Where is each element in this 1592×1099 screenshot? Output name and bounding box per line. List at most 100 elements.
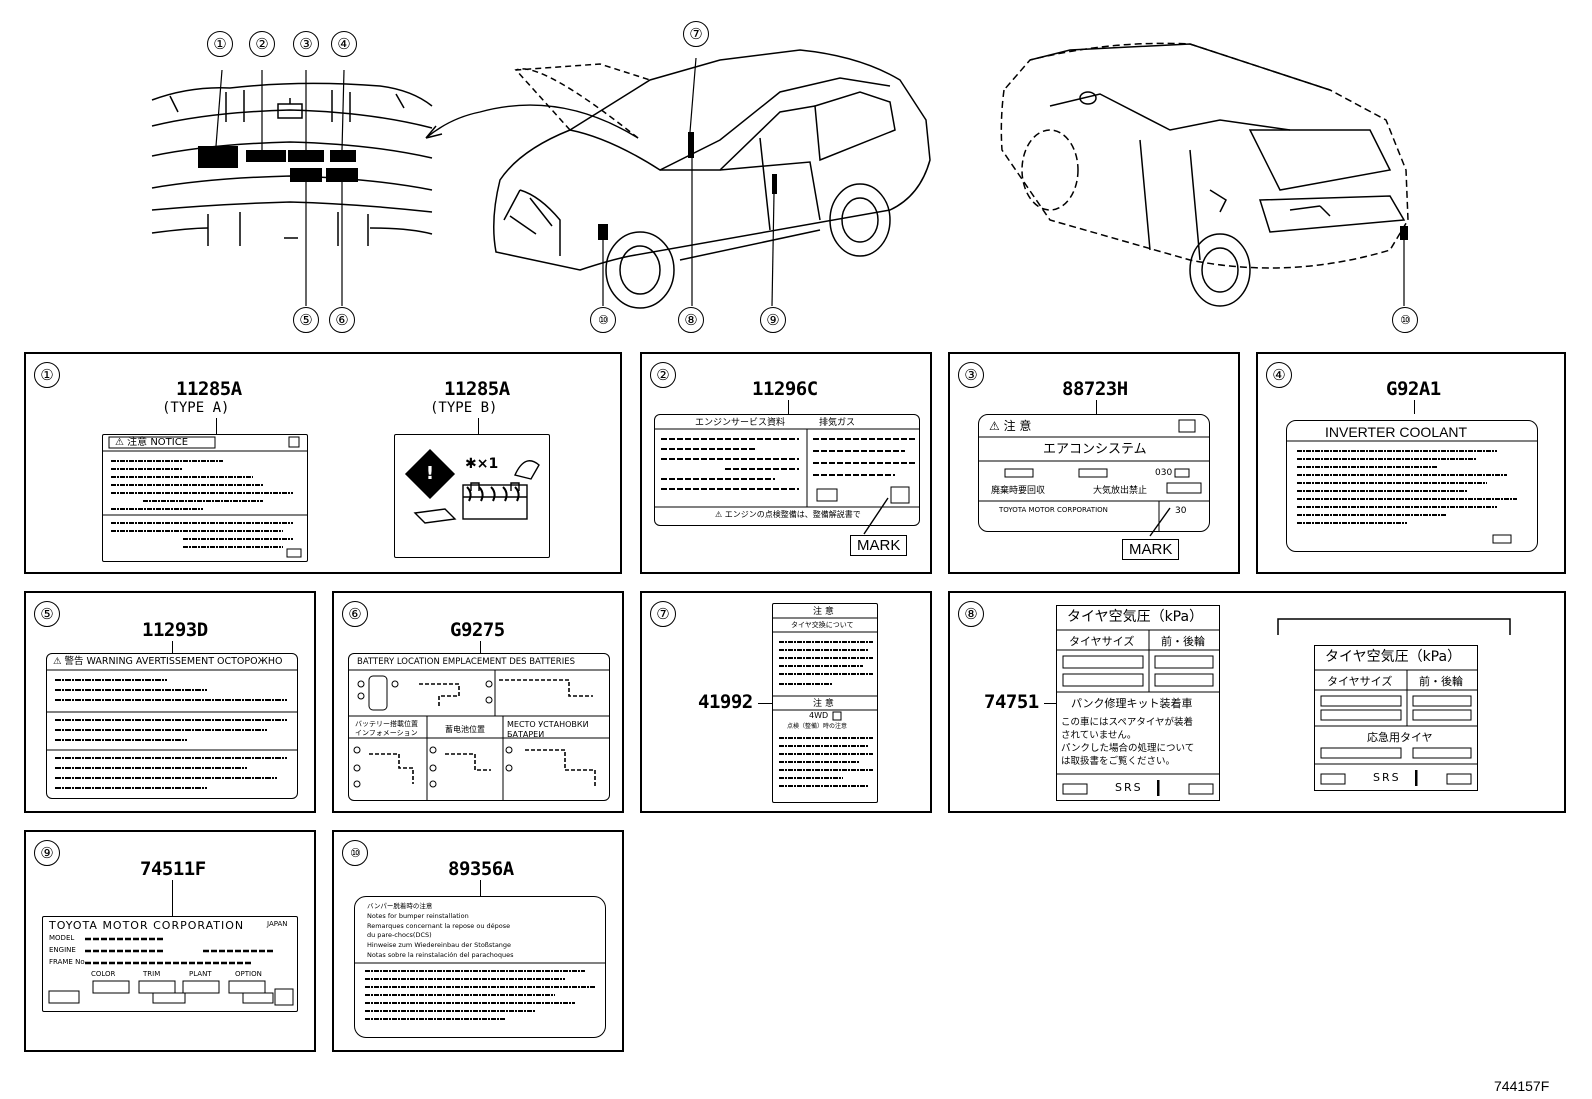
panel-5: ⑤ 11293D ⚠ 警告 WARNING AVERTISSEMENT ОСТО…	[24, 591, 316, 813]
panel-5-number: ⑤	[34, 601, 60, 627]
callout-10-rear: ⑩	[1392, 307, 1418, 333]
label-74751-note-0: この車にはスペアタイヤが装着	[1061, 717, 1194, 728]
part-number-74751: 74751	[984, 691, 1039, 713]
label-88723H-header: ⚠ 注 意	[989, 419, 1032, 433]
panel-1-number: ①	[34, 362, 60, 388]
label-74751-note-3: は取扱書をご覧ください。	[1061, 756, 1176, 767]
part-number-88723H: 88723H	[1062, 378, 1128, 400]
label-89356A-line-0: バンパー脱着時の注意	[367, 902, 433, 910]
panel-3: ③ 88723H ⚠ 注 意 エアコンシステム 030 廃棄時要回収 大気放出禁…	[948, 352, 1240, 574]
callout-3: ③	[293, 31, 319, 57]
label-74751-srs: SRS	[1115, 781, 1143, 794]
panel-2-number: ②	[650, 362, 676, 388]
part-number-G9275: G9275	[450, 619, 505, 641]
label-11293D-header: ⚠ 警告 WARNING AVERTISSEMENT ОСТОРОЖНО	[53, 656, 283, 667]
label-88723H-box: 30	[1175, 506, 1187, 516]
part-number-11296C: 11296C	[752, 378, 818, 400]
label-41992-header2: 注 意	[813, 699, 834, 709]
label-74751-kit: パンク修理キット装着車	[1071, 697, 1193, 710]
label-11293D: ⚠ 警告 WARNING AVERTISSEMENT ОСТОРОЖНО	[46, 653, 298, 799]
panel-7-number: ⑦	[650, 601, 676, 627]
label-74511F: TOYOTA MOTOR CORPORATION JAPAN MODEL ENG…	[42, 916, 298, 1012]
panel-1: ① 11285A (TYPE A) 11285A (TYPE B) ⚠ 注意 N…	[24, 352, 622, 574]
engine-bay-drawing	[150, 28, 440, 338]
label-G9275-header: BATTERY LOCATION EMPLACEMENT DES BATTERI…	[357, 657, 575, 667]
label-11296C-footer: ⚠ エンジンの点検整備は、整備解説書で	[715, 510, 861, 519]
label-G9275-cell3: МЕСТО УСТАНОВКИ БАТАРЕИ	[507, 720, 589, 739]
label-74751-title: タイヤ空気圧（kPa）	[1067, 609, 1204, 625]
label-88723H-title: エアコンシステム	[1043, 442, 1147, 457]
label-74511F-row-frame: FRAME No.	[49, 958, 87, 966]
part-number-11285A-a: 11285A	[176, 378, 242, 400]
panel-4-number: ④	[1266, 362, 1292, 388]
label-88723H-code: 030	[1155, 468, 1173, 478]
panel-8: ⑧ 74751 タイヤ空気圧（kPa） タイヤサイズ 前・後輪 パンク修理キット…	[948, 591, 1566, 813]
callout-8: ⑧	[678, 307, 704, 333]
part-number-G92A1: G92A1	[1386, 378, 1441, 400]
callout-7: ⑦	[683, 21, 709, 47]
label-74751-b-title: タイヤ空気圧（kPa）	[1325, 649, 1462, 665]
label-74751-b-col1: タイヤサイズ	[1327, 675, 1393, 688]
panel-4: ④ G92A1 INVERTER COOLANT	[1256, 352, 1566, 574]
label-74751-b-spare: 応急用タイヤ	[1367, 731, 1433, 744]
label-74751-b-srs: SRS	[1373, 771, 1401, 784]
svg-text:!: !	[426, 463, 434, 484]
label-74511F-col-option: OPTION	[235, 970, 262, 978]
rear-car-svg	[1000, 42, 1409, 307]
label-88723H-row-right: 大気放出禁止	[1093, 486, 1148, 496]
panel-10-number: ⑩	[342, 840, 368, 866]
label-89356A-line-4: Hinweise zum Wiedereinbau der Stoßstange	[367, 941, 512, 949]
engine-bay-svg	[151, 69, 433, 306]
panel-8-number: ⑧	[958, 601, 984, 627]
part-number-74511F: 74511F	[140, 858, 206, 880]
label-41992-header1: 注 意	[813, 607, 834, 617]
label-74751-col2: 前・後輪	[1161, 635, 1205, 648]
part-number-11285A-b: 11285A	[444, 378, 510, 400]
label-41992-sub1: タイヤ交換について	[791, 621, 854, 629]
callout-4: ④	[331, 31, 357, 57]
label-41992-sub3: 点検（整備）時の注意	[787, 723, 848, 730]
label-74751-a: タイヤ空気圧（kPa） タイヤサイズ 前・後輪 パンク修理キット装着車 この車に…	[1056, 605, 1220, 801]
label-88723H: ⚠ 注 意 エアコンシステム 030 廃棄時要回収 大気放出禁止 TOYOTA …	[978, 414, 1210, 532]
label-11296C-header-left: エンジンサービス資料	[695, 418, 786, 428]
label-type-a: ⚠ 注意 NOTICE	[102, 434, 308, 562]
label-G92A1-header: INVERTER COOLANT	[1325, 424, 1468, 440]
label-G9275: BATTERY LOCATION EMPLACEMENT DES BATTERI…	[348, 653, 610, 801]
label-74751-note-1: されていません。	[1061, 730, 1137, 741]
label-41992-sub2: 4WD	[809, 711, 829, 720]
mark-label-3: MARK	[1122, 539, 1180, 560]
panel-10: ⑩ 89356A バンパー脱着時の注意 Notes for bumper rei…	[332, 830, 624, 1052]
label-G9275-cell1: バッテリー搭載位置 インフォメーション	[355, 720, 418, 738]
label-89356A: バンパー脱着時の注意 Notes for bumper reinstallati…	[354, 896, 606, 1038]
part-number-89356A: 89356A	[448, 858, 514, 880]
label-89356A-line-3: du pare-chocs(DCS)	[367, 931, 432, 939]
label-type-a-header: ⚠ 注意 NOTICE	[115, 437, 189, 448]
label-G9275-cell2: 蓄电池位置	[445, 725, 485, 734]
panel-9-number: ⑨	[34, 840, 60, 866]
figure-id: 744157F	[1494, 1078, 1550, 1094]
panel-6: ⑥ G9275 BATTERY LOCATION EMPLACEMENT DES…	[332, 591, 624, 813]
label-89356A-line-5: Notas sobre la reinstalación del paracho…	[367, 951, 514, 959]
label-11296C-header-right: 排気ガス	[819, 418, 856, 428]
part-number-41992: 41992	[698, 691, 753, 713]
label-74751-col1: タイヤサイズ	[1069, 635, 1135, 648]
type-b-label: (TYPE B)	[430, 400, 498, 416]
rear-car-drawing	[990, 20, 1430, 340]
type-a-label: (TYPE A)	[162, 400, 230, 416]
label-74751-b-col2: 前・後輪	[1419, 675, 1463, 688]
label-74751-b: タイヤ空気圧（kPa） タイヤサイズ 前・後輪 応急用タイヤ SRS	[1314, 645, 1478, 791]
callout-5: ⑤	[293, 307, 319, 333]
label-74511F-col-plant: PLANT	[189, 970, 212, 978]
label-74511F-col-trim: TRIM	[143, 970, 161, 978]
callout-2: ②	[249, 31, 275, 57]
callout-1: ①	[207, 31, 233, 57]
label-89356A-line-1: Notes for bumper reinstallation	[367, 912, 469, 920]
callout-9: ⑨	[760, 307, 786, 333]
label-88723H-footer: TOYOTA MOTOR CORPORATION	[999, 506, 1108, 514]
label-74511F-header: TOYOTA MOTOR CORPORATION	[49, 919, 245, 932]
part-number-11293D: 11293D	[142, 619, 208, 641]
label-74511F-row-model: MODEL	[49, 934, 75, 942]
label-74511F-col-color: COLOR	[91, 970, 116, 978]
panel-7: ⑦ 41992 注 意 タイヤ交換について 注 意 4WD 点検（整備）時の注意	[640, 591, 932, 813]
mark-label-2: MARK	[850, 535, 908, 556]
